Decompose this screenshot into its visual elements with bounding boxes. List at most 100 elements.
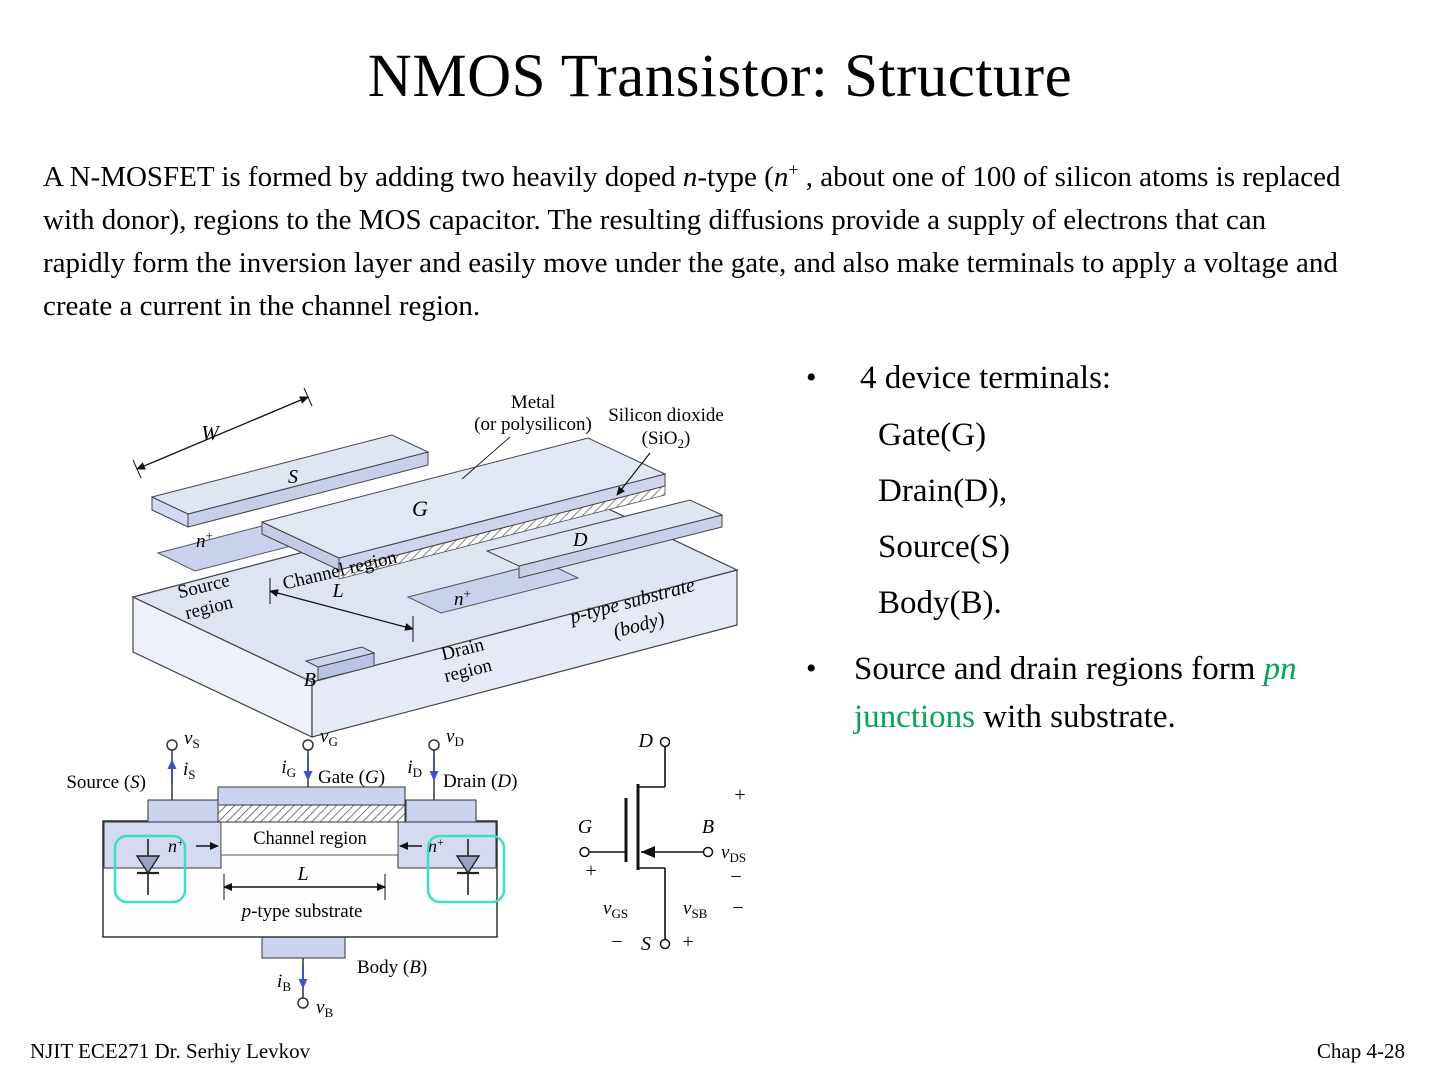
mosfet-3d-structure-diagram: W S G D B Metal (or polysilicon) Silicon… [131,387,739,738]
body-terminal-node [702,846,714,858]
bullet-marker: • [806,361,817,394]
ib-label: iB [277,971,291,994]
gate-terminal-label-3d: G [412,496,428,521]
body-terminal-label-3d: B [304,669,316,691]
bullet-terminals-text: 4 device terminals: [860,360,1112,396]
pn-text-post: with substrate. [975,699,1176,735]
junctions-text: junctions [854,699,975,735]
drain-nplus-label-3d: n+ [454,586,471,610]
source-contact [147,799,219,823]
channel-length-label: L [296,863,308,885]
vds-label: vDS [721,842,746,865]
bullet-item-pn-junctions: • Source and drain regions form pn junct… [806,645,1416,741]
intro-superscript-plus: + [788,159,799,180]
drain-diffusion-region [406,561,580,614]
drain-terminal-node [428,739,440,751]
terminal-source: Source(S) [878,529,1010,565]
vds-plus-sign: + [734,784,745,806]
id-label: iD [407,757,422,780]
width-dimension-arrow [136,396,309,470]
drain-label: Drain (D) [443,771,517,792]
gate-symbol-label: G [578,816,593,838]
diode-left-triangle [135,855,161,875]
width-label: W [201,421,221,445]
diode-symbol-right [455,839,481,895]
vsb-minus-sign: − [732,897,743,919]
source-nplus-well [103,821,222,869]
vgs-label: vGS [603,898,628,921]
body-contact [261,936,346,959]
oxide-pointer-arrow [616,452,651,496]
mosfet-cross-section-diagram: vS iS vG iG vD iD iB vB Source (S) Gate … [66,726,517,1020]
gate-electrode [217,786,406,806]
drain-metal-top [485,499,724,567]
vsb-label: vSB [683,898,708,921]
body-terminal-node [297,997,309,1009]
vg-label: vG [320,726,338,749]
gate-plate-top-face [260,437,667,559]
substrate-label: p-type substrate [240,901,363,922]
bullet-pn-text: Source and drain regions form pn junctio… [854,645,1416,741]
pn-text-pre: Source and drain regions form [854,651,1264,687]
intro-text-1: A N-MOSFET is formed by adding two heavi… [43,161,683,193]
vs-label: vS [184,728,200,751]
source-metal-top [150,434,430,515]
nplus-right-label: n+ [428,835,444,856]
source-label: Source (S) [66,772,146,793]
drain-nplus-well [397,821,497,869]
pn-junction-highlight-right [426,834,506,904]
terminal-body: Body(B). [878,585,1002,621]
drain-terminal-node [659,736,671,748]
source-terminal-node [659,938,671,950]
metal-leader-line [461,436,511,480]
footer-page-number: Chap 4-28 [1316,1039,1405,1063]
source-symbol-label: S [641,933,651,955]
pn-italic: pn [1263,651,1297,687]
diode-symbol-left [135,839,161,895]
vds-minus-sign: − [730,866,741,888]
gate-terminal-node [579,846,590,858]
intro-text-2: -type ( [697,161,774,193]
vb-label: vB [316,997,333,1020]
is-label: iS [183,759,196,782]
bullet-list: • 4 device terminals: Gate(G) Drain(D), … [806,357,1416,749]
drain-symbol-label: D [638,730,654,752]
intro-italic-n2: n [773,161,789,193]
bullet-marker: • [806,652,817,685]
terminal-drain: Drain(D), [878,473,1008,509]
drain-contact [405,799,477,823]
nplus-left-label: n+ [168,835,184,856]
oxide-annotation-line1: Silicon dioxide [608,405,724,426]
gate-oxide-layer [217,804,406,823]
source-nplus-label-3d: n+ [196,528,213,552]
vgs-minus-sign: − [611,931,622,953]
channel-region-label: Channel region [253,829,367,849]
terminal-list: Gate(G) Drain(D), Source(S) Body(B). [878,407,1416,631]
vgs-plus-sign: + [585,860,596,882]
channel-region-box [220,821,399,856]
width-tick-right [303,387,313,407]
bullet-item-terminals: • 4 device terminals: [806,357,1416,399]
drain-terminal-label-3d: D [572,529,588,551]
pn-junctions-highlight: pn junctions [854,651,1297,735]
length-dimension-arrow [269,589,414,631]
intro-paragraph: A N-MOSFET is formed by adding two heavi… [43,156,1343,328]
gate-label: Gate (G) [318,767,385,788]
body-contact-tab-top [304,646,376,668]
body-arrow [641,846,655,858]
source-terminal-label-3d: S [288,466,298,488]
metal-annotation-line2: (or polysilicon) [474,414,592,435]
metal-annotation-line1: Metal [511,392,555,413]
length-label-3d: L [331,580,343,602]
diode-right-triangle [455,855,481,875]
slide-title: NMOS Transistor: Structure [367,43,1073,110]
vsb-plus-sign: + [682,931,693,953]
vd-label: vD [446,726,464,749]
terminal-gate: Gate(G) [878,417,987,453]
width-tick-left [132,459,142,479]
footer-course-info: NJIT ECE271 Dr. Serhiy Levkov [30,1039,311,1063]
intro-text-3: , about one of 100 of silicon atoms is r… [43,161,1341,322]
body-symbol-label: B [702,816,714,838]
ig-label: iG [281,757,296,780]
